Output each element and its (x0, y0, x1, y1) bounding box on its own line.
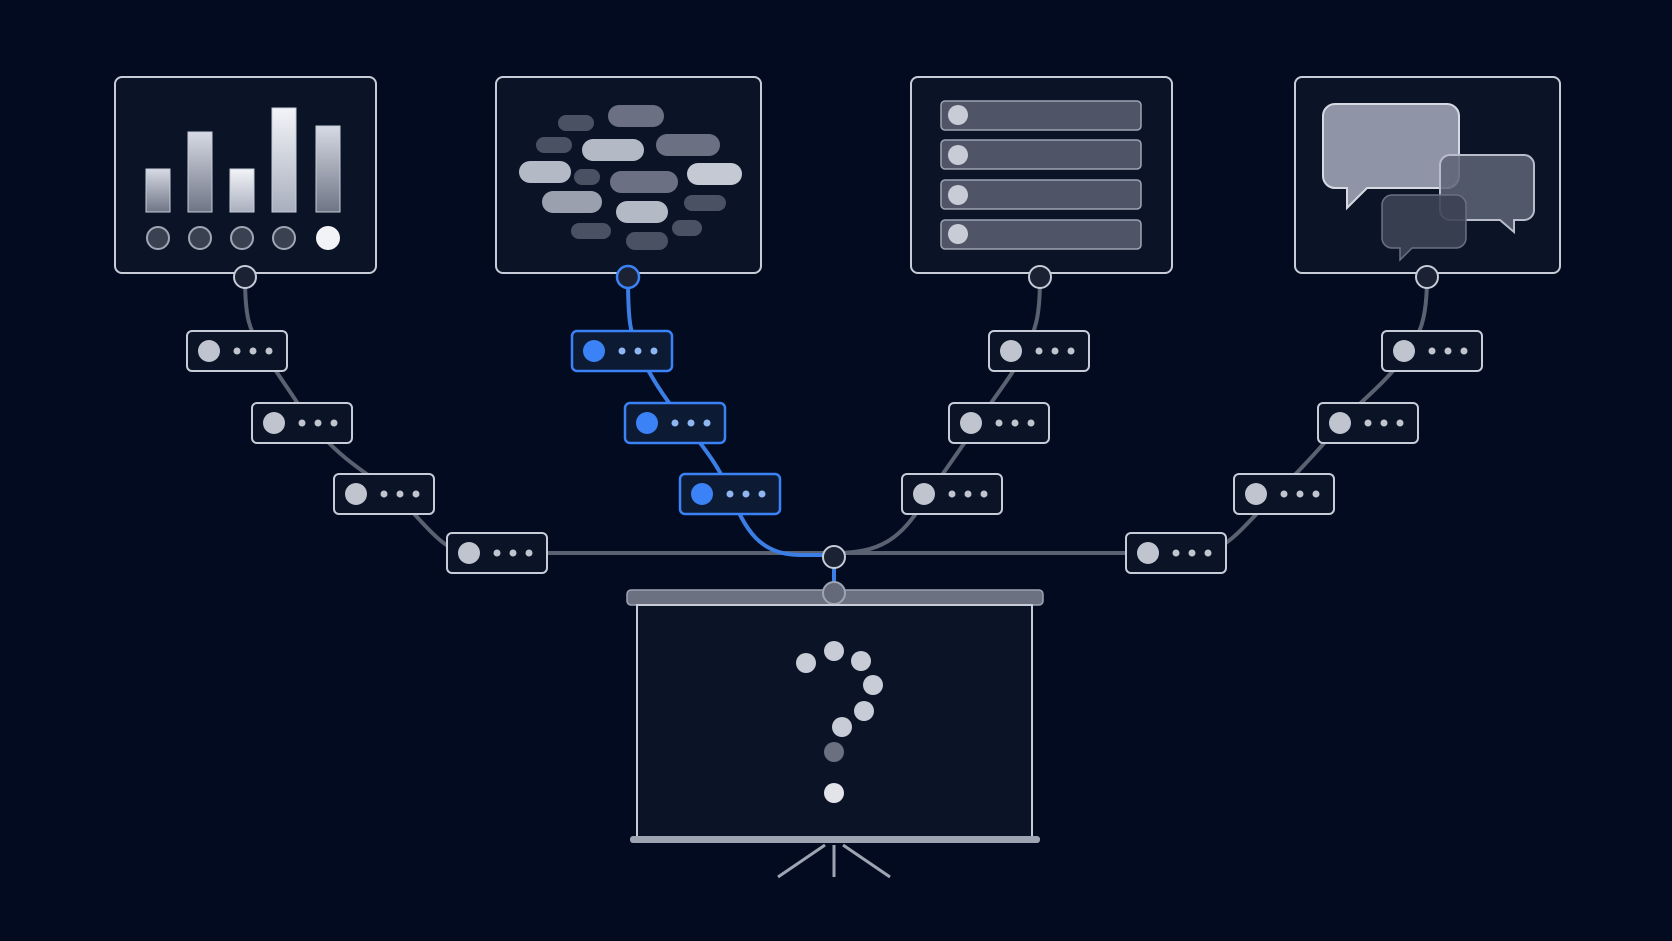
connector-node-list-2 (948, 402, 1050, 444)
word-cloud-icon (519, 105, 742, 250)
screen-input-port (822, 581, 846, 605)
connector-node-chat-2 (1317, 402, 1419, 444)
source-panel-list (910, 76, 1173, 274)
connector-node-list-1 (988, 330, 1090, 372)
port-word-cloud (615, 264, 641, 290)
connector-node-chat-3 (1233, 473, 1335, 515)
connector-node-word-cloud-2 (623, 401, 727, 445)
connector-node-list-3 (901, 473, 1003, 515)
connector-node-bar-chart-1 (186, 330, 288, 372)
screen-stand-right (842, 843, 891, 879)
bar-chart-icon (145, 107, 341, 250)
port-bar-chart (233, 265, 257, 289)
presentation-screen (626, 581, 1044, 879)
connector-node-chat-1 (1381, 330, 1483, 372)
connector-nodes (186, 329, 1483, 574)
connector-node-chat-4 (1125, 532, 1227, 574)
source-panel-word-cloud (495, 76, 762, 274)
source-panel-chat (1294, 76, 1561, 274)
connector-node-bar-chart-3 (333, 473, 435, 515)
connector-node-word-cloud-1 (570, 329, 674, 373)
port-list (1028, 265, 1052, 289)
connector-node-bar-chart-4 (446, 532, 548, 574)
source-ports (233, 264, 1439, 290)
connector-node-bar-chart-2 (251, 402, 353, 444)
screen-bottom-bar (630, 836, 1040, 843)
chat-bubbles-icon (1322, 103, 1535, 262)
source-panel-bar-chart (114, 76, 377, 274)
list-icon (940, 100, 1142, 250)
question-mark-icon (796, 641, 883, 803)
port-chat (1415, 265, 1439, 289)
connector-node-word-cloud-3 (678, 472, 782, 516)
screen-stand-left (777, 843, 826, 879)
junction-node (822, 545, 846, 569)
